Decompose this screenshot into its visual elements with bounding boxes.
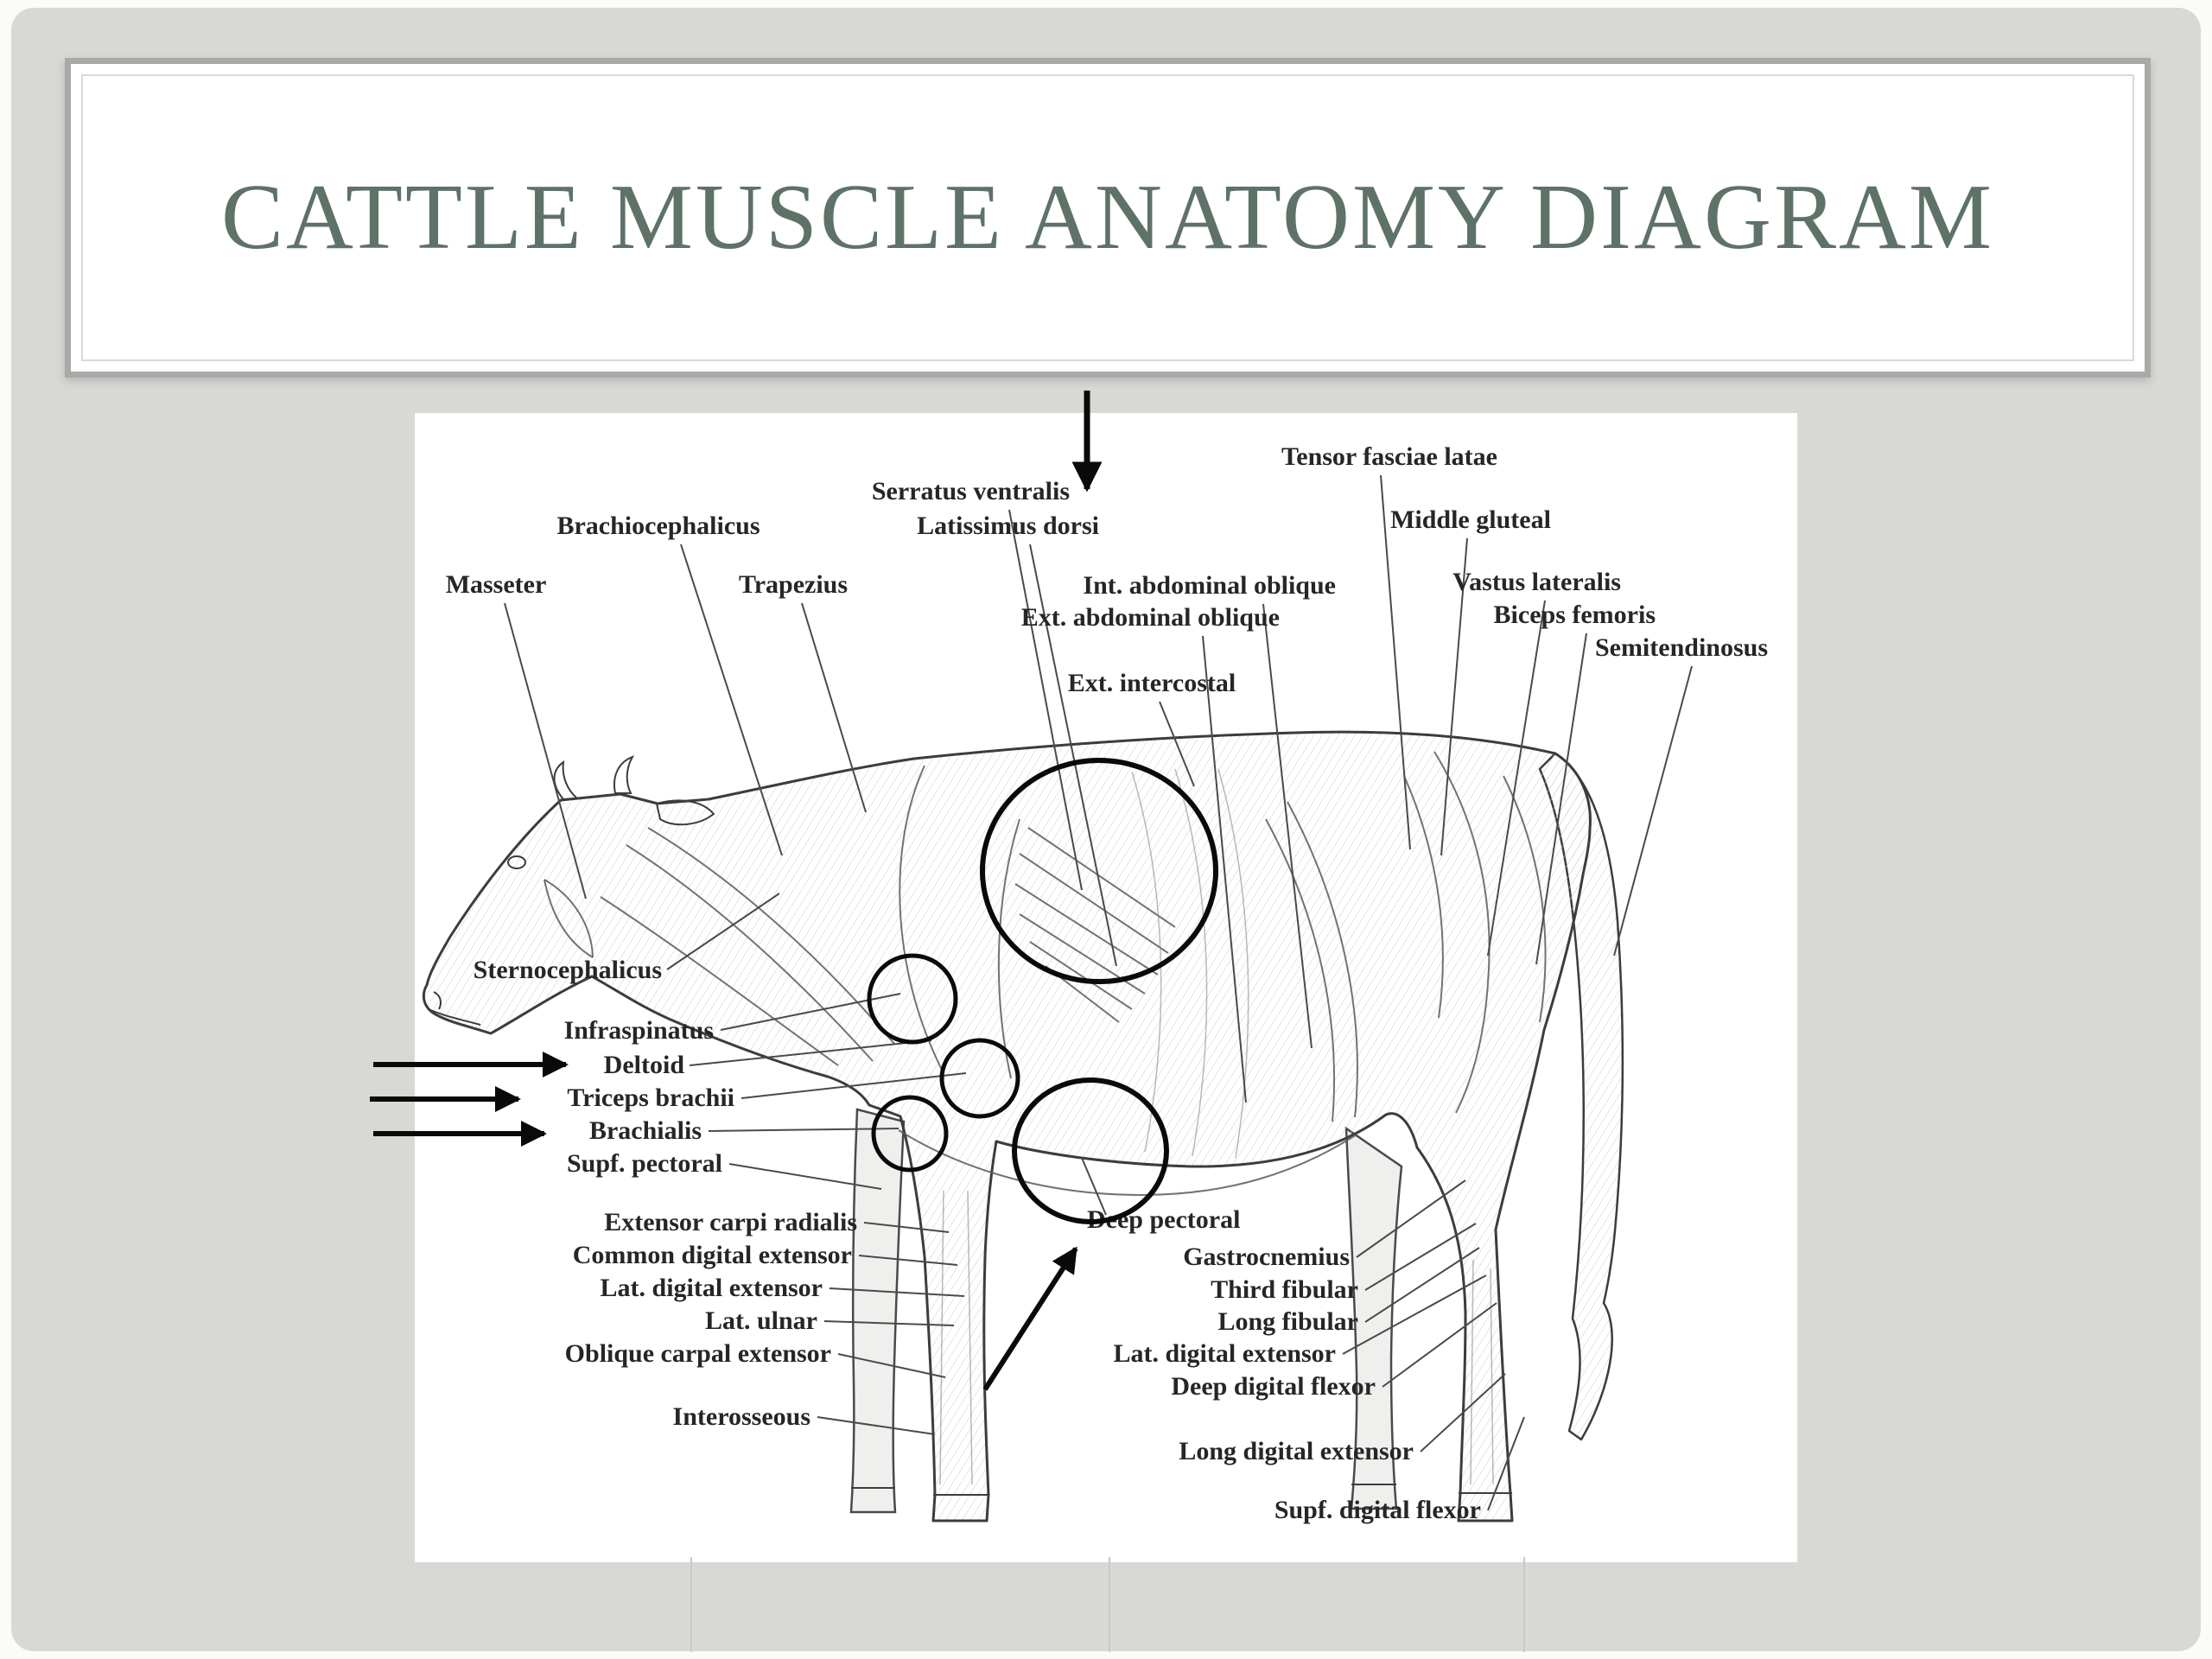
label-extensor-carpi-radialis: Extensor carpi radialis xyxy=(604,1208,857,1236)
label-middle-gluteal: Middle gluteal xyxy=(1390,505,1551,534)
leader-lines xyxy=(504,474,1693,1511)
label-int-abdominal-oblique: Int. abdominal oblique xyxy=(1083,571,1336,600)
label-common-digital-extensor: Common digital extensor xyxy=(573,1241,852,1269)
slide-title: CATTLE MUSCLE ANATOMY DIAGRAM xyxy=(220,166,1995,269)
cow-illustration: Serratus ventralis Latissimus dorsi Tens… xyxy=(422,442,1768,1524)
label-infraspinatus: Infraspinatus xyxy=(564,1016,714,1045)
label-oblique-carpal-extensor: Oblique carpal extensor xyxy=(565,1339,831,1368)
label-long-digital-extensor: Long digital extensor xyxy=(1179,1437,1414,1465)
label-serratus-ventralis: Serratus ventralis xyxy=(872,477,1070,505)
label-gastrocnemius: Gastrocnemius xyxy=(1183,1243,1350,1271)
label-supf-digital-flexor: Supf. digital flexor xyxy=(1274,1496,1481,1524)
label-ext-abdominal-oblique: Ext. abdominal oblique xyxy=(1021,603,1280,632)
label-deep-pectoral: Deep pectoral xyxy=(1087,1205,1240,1234)
label-latissimus-dorsi: Latissimus dorsi xyxy=(917,512,1099,540)
cow-far-legs xyxy=(849,1108,1403,1514)
label-triceps-brachii: Triceps brachii xyxy=(567,1084,734,1112)
label-brachiocephalicus: Brachiocephalicus xyxy=(556,512,760,540)
cow-tail xyxy=(1538,752,1624,1441)
label-supf-pectoral: Supf. pectoral xyxy=(567,1149,722,1178)
label-interosseous: Interosseous xyxy=(673,1402,810,1431)
label-semitendinosus: Semitendinosus xyxy=(1595,633,1768,662)
label-lat-digital-extensor-hind: Lat. digital extensor xyxy=(1114,1339,1336,1368)
slide-title-inner-frame: CATTLE MUSCLE ANATOMY DIAGRAM xyxy=(81,74,2134,361)
label-deltoid: Deltoid xyxy=(604,1051,685,1079)
label-lat-digital-extensor-front: Lat. digital extensor xyxy=(601,1274,823,1302)
muscle-labels: Serratus ventralis Latissimus dorsi Tens… xyxy=(446,442,1768,1524)
label-masseter: Masseter xyxy=(446,570,547,599)
diagram-panel: Serratus ventralis Latissimus dorsi Tens… xyxy=(415,413,1797,1562)
slide-title-box: CATTLE MUSCLE ANATOMY DIAGRAM xyxy=(65,58,2151,378)
label-long-fibular: Long fibular xyxy=(1217,1307,1358,1336)
label-vastus-lateralis: Vastus lateralis xyxy=(1452,568,1621,596)
label-brachialis: Brachialis xyxy=(589,1116,702,1145)
label-lat-ulnar: Lat. ulnar xyxy=(705,1306,817,1335)
label-sternocephalicus: Sternocephalicus xyxy=(474,956,662,984)
label-trapezius: Trapezius xyxy=(739,570,848,599)
label-tensor-fasciae-latae: Tensor fasciae latae xyxy=(1281,442,1497,471)
slide-background: CATTLE MUSCLE ANATOMY DIAGRAM xyxy=(11,8,2201,1651)
label-biceps-femoris: Biceps femoris xyxy=(1494,601,1656,629)
label-ext-intercostal: Ext. intercostal xyxy=(1068,669,1236,697)
label-third-fibular: Third fibular xyxy=(1211,1275,1358,1304)
label-deep-digital-flexor: Deep digital flexor xyxy=(1171,1372,1376,1401)
